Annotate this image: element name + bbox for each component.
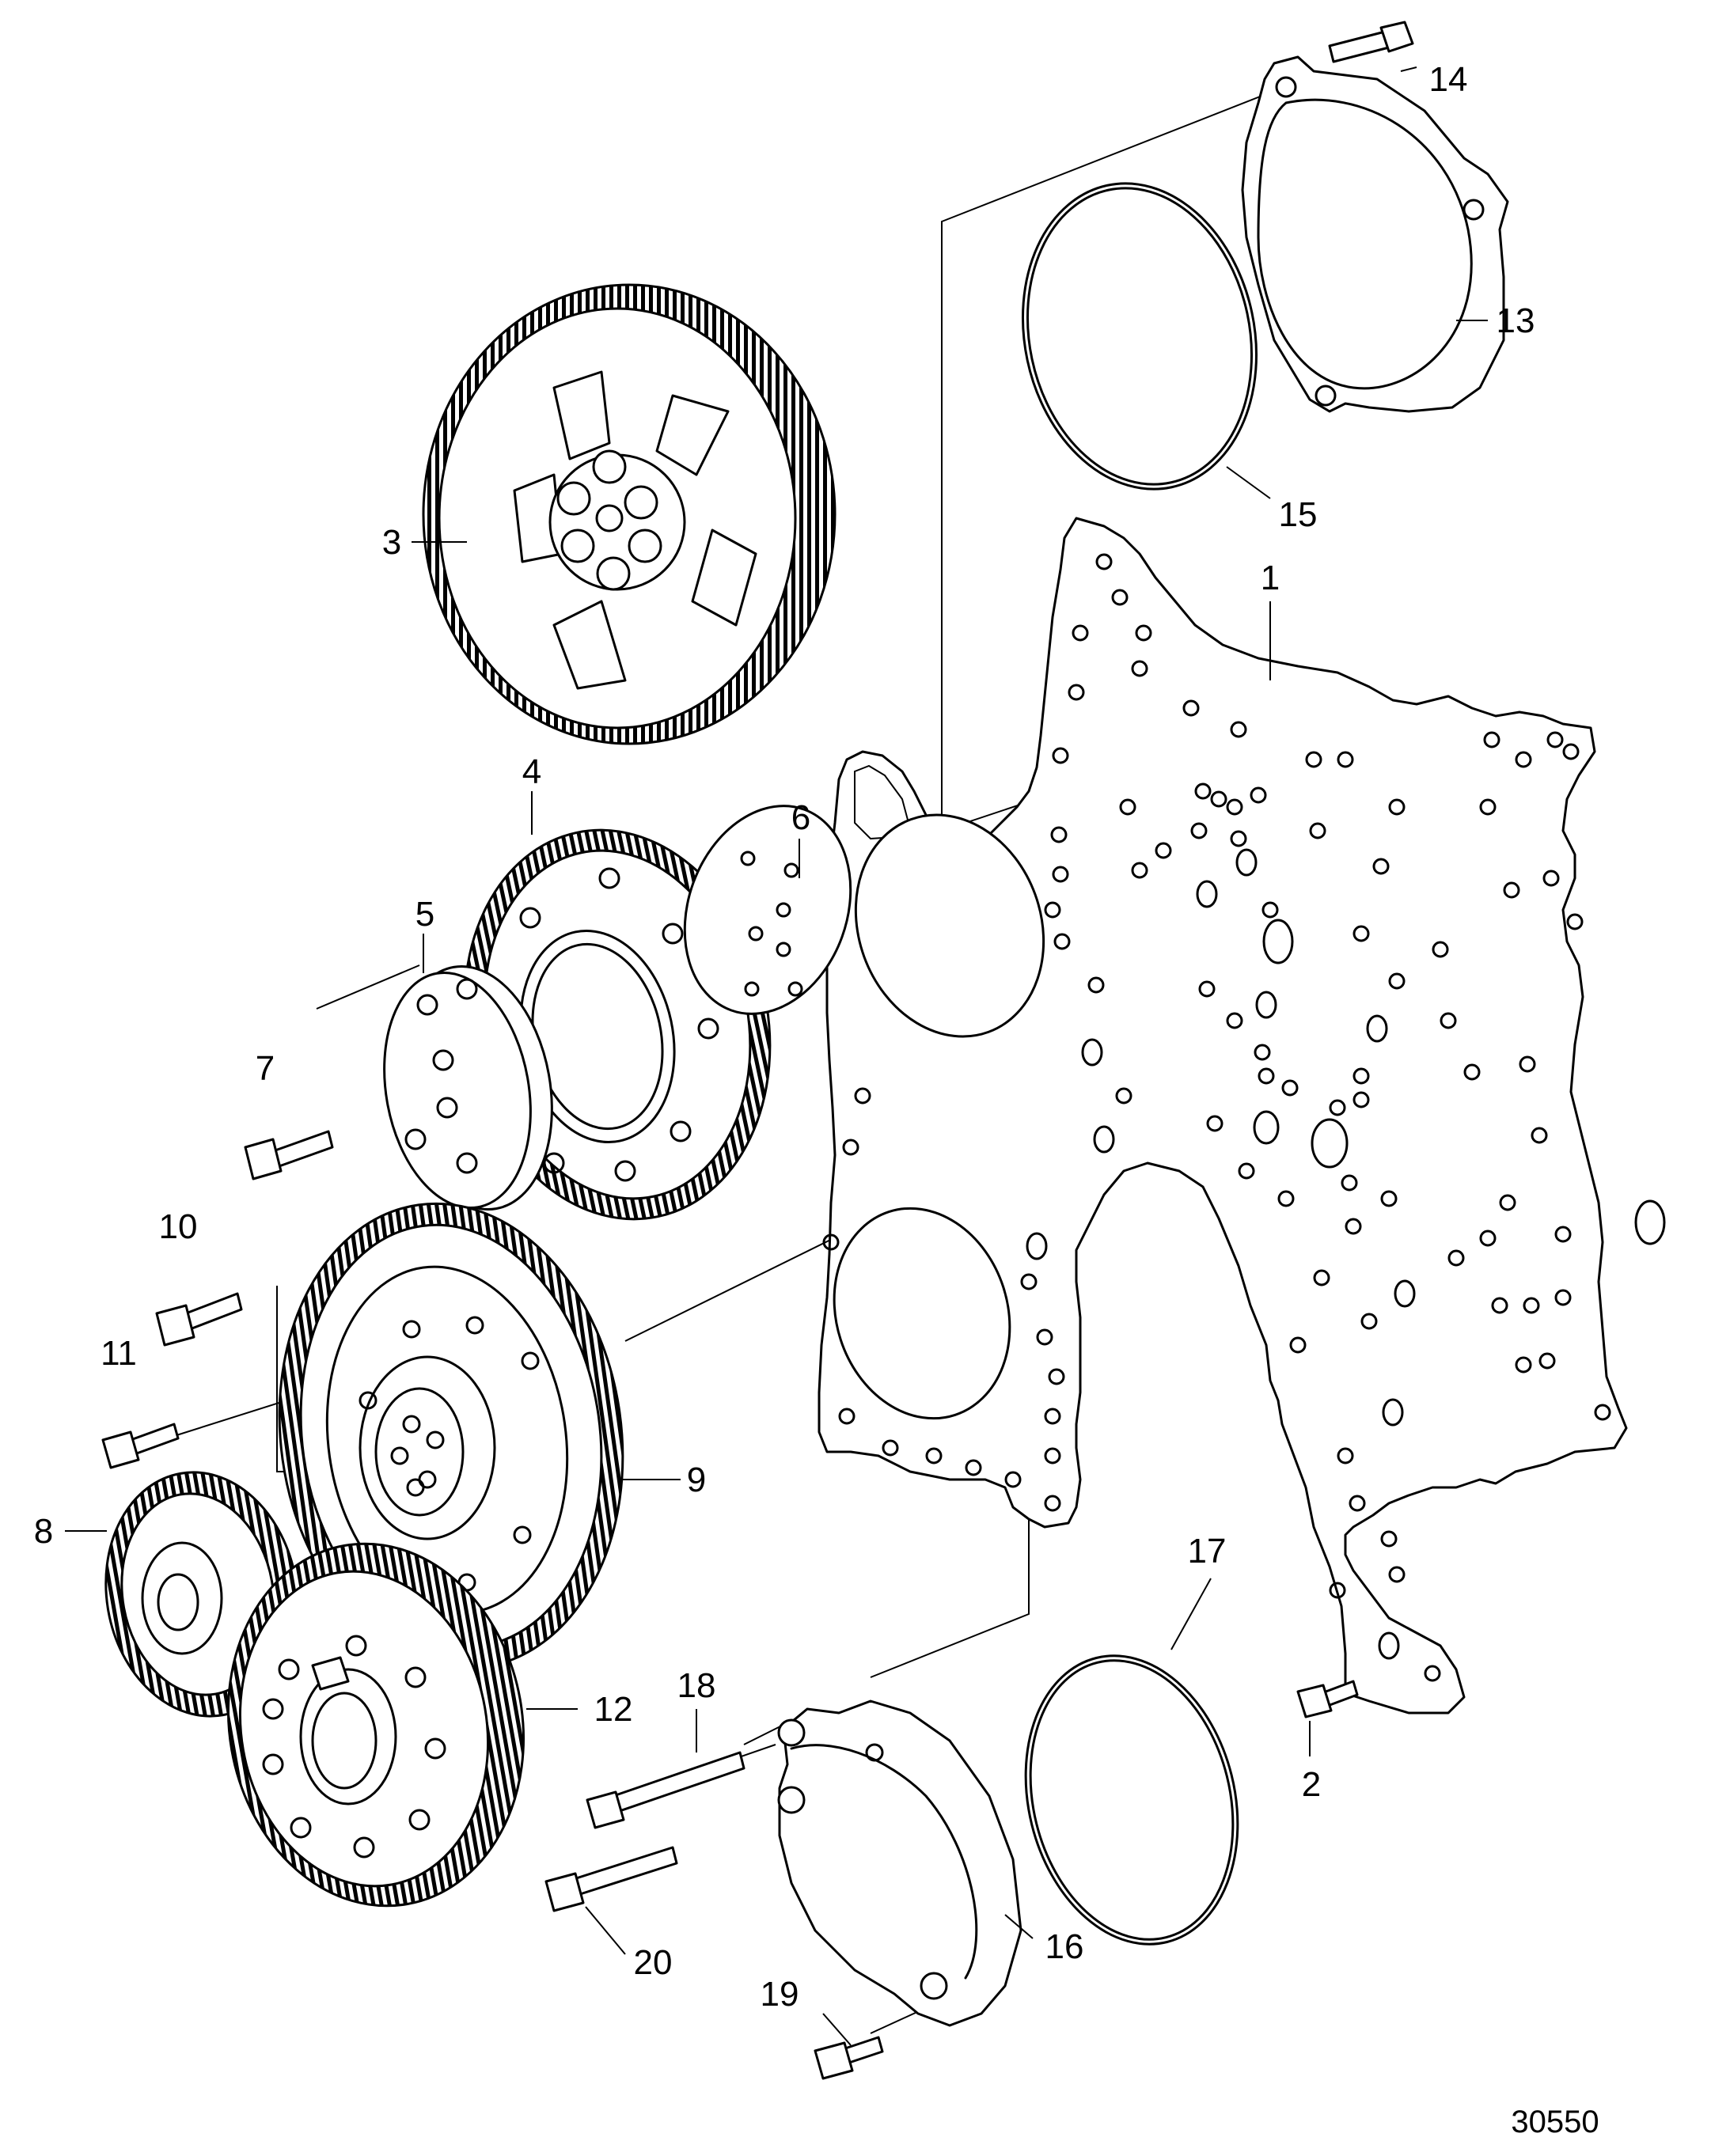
label-13: 13 xyxy=(1497,301,1535,340)
label-4: 4 xyxy=(522,752,541,791)
hub-5 xyxy=(383,964,553,1211)
cover-16 xyxy=(777,1699,1022,2027)
bolt-10 xyxy=(155,1292,243,1347)
bolt-20 xyxy=(544,1846,678,1912)
label-12: 12 xyxy=(594,1690,633,1729)
label-15: 15 xyxy=(1279,495,1318,534)
figure-number: 30550 xyxy=(1511,2105,1599,2139)
label-17: 17 xyxy=(1188,1532,1227,1571)
label-9: 9 xyxy=(687,1461,706,1499)
label-3: 3 xyxy=(382,523,401,562)
bolt-11 xyxy=(101,1423,180,1469)
cover xyxy=(1241,55,1509,413)
label-16: 16 xyxy=(1045,1927,1084,1966)
bolt-2 xyxy=(1296,1680,1359,1718)
label-10: 10 xyxy=(159,1207,198,1246)
label-1: 1 xyxy=(1261,559,1280,597)
label-20: 20 xyxy=(634,1943,673,1982)
label-6: 6 xyxy=(791,798,810,837)
leader-lines xyxy=(65,66,1488,2046)
bolt-18 xyxy=(586,1751,745,1829)
label-2: 2 xyxy=(1302,1765,1321,1804)
label-19: 19 xyxy=(761,1975,799,2014)
shim-6 xyxy=(683,805,852,1015)
bolt-7 xyxy=(244,1130,334,1180)
seal-ring xyxy=(1021,182,1258,491)
bolt-14 xyxy=(1328,21,1414,63)
o-ring-17 xyxy=(1024,1654,1239,1946)
callout-labels: 1 2 3 4 5 6 7 8 9 10 11 12 13 14 15 16 1… xyxy=(34,60,1599,2139)
label-11: 11 xyxy=(101,1334,137,1373)
timing-plate xyxy=(818,517,1666,1715)
bolt-19 xyxy=(814,2036,884,2080)
label-18: 18 xyxy=(677,1666,716,1705)
drive-gear-3 xyxy=(422,283,837,745)
label-8: 8 xyxy=(34,1512,53,1551)
label-5: 5 xyxy=(415,895,434,934)
gear-12 xyxy=(226,1542,525,1908)
label-7: 7 xyxy=(256,1049,275,1088)
label-14: 14 xyxy=(1429,60,1468,99)
